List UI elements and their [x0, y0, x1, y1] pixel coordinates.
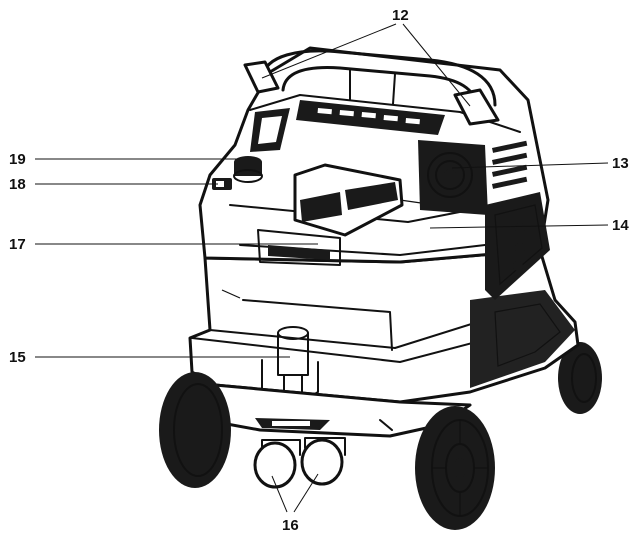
- callout-12: 12: [392, 7, 409, 24]
- carry-handle: [243, 49, 500, 126]
- leader-12b: [402, 23, 471, 107]
- callout-17: 17: [9, 236, 26, 253]
- front-right-wheel: [415, 406, 495, 530]
- side-control-panel: [485, 192, 550, 300]
- outlet-ports: [253, 437, 346, 489]
- hose-inlet-port: [418, 140, 528, 215]
- leader-13: [451, 162, 609, 169]
- callout-13: 13: [612, 155, 629, 172]
- vacuum-illustration: [159, 46, 602, 530]
- callout-15: 15: [9, 349, 26, 366]
- callout-14: 14: [612, 217, 629, 234]
- callout-18: 18: [9, 176, 26, 193]
- filter-cap: [233, 156, 263, 183]
- tank-body: [188, 248, 580, 404]
- leader-14: [429, 224, 609, 229]
- rear-right-wheel: [558, 342, 602, 414]
- battery-pack: [257, 163, 404, 266]
- callout-16: 16: [282, 517, 299, 534]
- front-left-wheel: [159, 372, 231, 488]
- leader-16a: [271, 475, 288, 513]
- power-switch: [212, 178, 232, 190]
- callout-labels: 12 13 14 15 16 17 18 19: [9, 7, 629, 534]
- callout-19: 19: [9, 151, 26, 168]
- leader-16b: [293, 473, 319, 513]
- leader-lines: [35, 23, 609, 513]
- leader-12a: [261, 23, 397, 79]
